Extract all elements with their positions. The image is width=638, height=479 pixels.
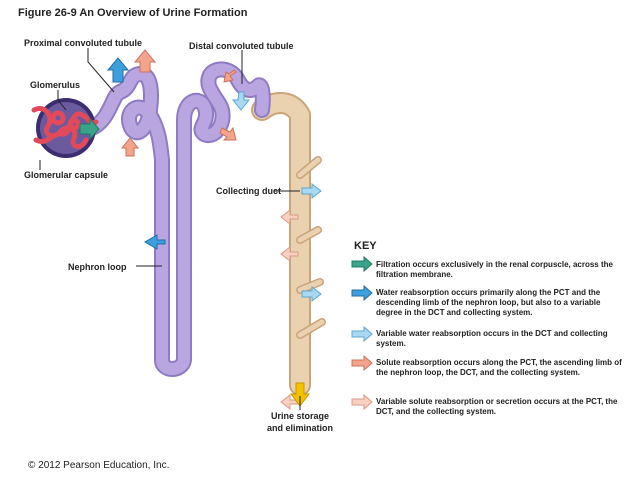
solute-reabsorption-arrows (120, 49, 237, 157)
key-variable-solute-arrow (351, 393, 373, 411)
water-reabsorption-arrows (106, 57, 166, 250)
key-water-arrow (351, 284, 373, 302)
label-capsule: Glomerular capsule (24, 170, 109, 180)
renal-corpuscle (31, 98, 99, 158)
key-swatches (351, 255, 373, 411)
key-item-water: Water reabsorption occurs primarily alon… (376, 288, 601, 317)
key-variable-water-arrow (351, 325, 373, 343)
label-dct: Distal convoluted tubule (189, 41, 294, 51)
key-solute-arrow (351, 354, 373, 372)
key-filtration-arrow (351, 255, 373, 273)
variable-water-arrows (231, 91, 322, 303)
collecting-duct (251, 92, 326, 396)
key-item-variable-water: Variable water reabsorption occurs in th… (376, 329, 608, 348)
label-urine-1: Urine storage (270, 411, 330, 421)
key-heading: KEY (354, 240, 377, 252)
label-collecting-duct: Collecting duct (216, 186, 281, 196)
label-glomerulus: Glomerulus (30, 80, 81, 90)
glomerulus (31, 106, 99, 149)
filtration-arrow (79, 117, 100, 141)
urine-arrow (290, 382, 310, 407)
nephron-tubule (84, 61, 271, 377)
leader-lines (39, 48, 301, 410)
key-item-filtration: Filtration occurs exclusively in the ren… (376, 260, 613, 279)
key-item-solute: Solute reabsorption occurs along the PCT… (376, 358, 622, 377)
label-urine-2: and elimination (266, 423, 333, 433)
figure-title: Figure 26-9 An Overview of Urine Formati… (18, 7, 248, 19)
key-item-variable-solute: Variable solute reabsorption or secretio… (376, 397, 618, 416)
label-pct: Proximal convoluted tubule (24, 38, 143, 48)
copyright: © 2012 Pearson Education, Inc. (28, 460, 170, 471)
label-nephron-loop: Nephron loop (68, 262, 127, 272)
